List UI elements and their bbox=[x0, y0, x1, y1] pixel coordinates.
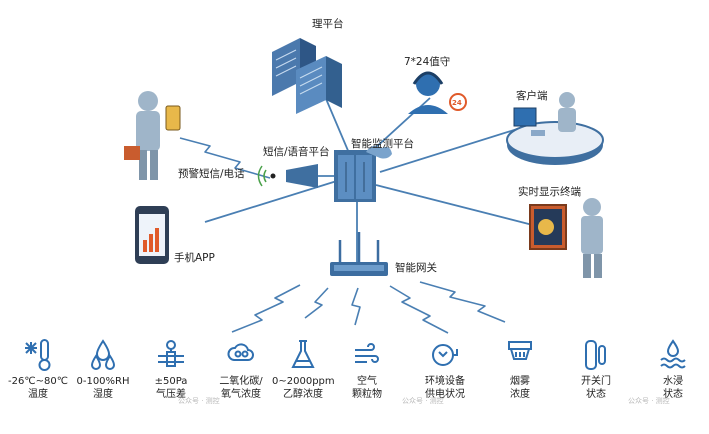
thermometer-snowflake-icon bbox=[25, 339, 51, 371]
zigzag-2 bbox=[304, 287, 329, 319]
sensor-temperature: -26℃~80℃ 温度 bbox=[7, 338, 69, 401]
zigzag-4 bbox=[389, 285, 449, 334]
sensor-temperature-name: 温度 bbox=[28, 389, 48, 400]
link-client bbox=[379, 124, 531, 173]
water-drops-icon bbox=[90, 339, 116, 370]
sensor-smoke: 烟雾 浓度 bbox=[489, 338, 551, 401]
co2-cloud-icon bbox=[227, 343, 254, 361]
sensor-humidity-range: 0-100%RH bbox=[76, 376, 130, 387]
duty-label: 7*24值守 bbox=[404, 56, 451, 68]
sensor-door-range: 开关门 bbox=[581, 376, 611, 387]
power-plug-icon bbox=[432, 344, 458, 366]
sensor-water-leak: 水浸 状态 bbox=[642, 338, 704, 401]
zigzag-5 bbox=[419, 281, 506, 323]
sensor-pressure: ±50Pa 气压差 bbox=[140, 338, 202, 401]
pressure-valve-icon bbox=[158, 340, 184, 367]
client-label: 客户端 bbox=[516, 90, 548, 102]
water-level-icon bbox=[660, 339, 686, 369]
sensor-co2-name: 氧气浓度 bbox=[221, 389, 261, 400]
broadcast-antenna-icon bbox=[257, 164, 318, 188]
flask-icon bbox=[291, 340, 315, 368]
server-rack-icon bbox=[272, 38, 342, 114]
sensor-humidity: 0-100%RH 湿度 bbox=[72, 338, 134, 401]
sensor-power-name: 供电状况 bbox=[425, 389, 465, 400]
realtime-terminal-icon bbox=[529, 198, 603, 278]
top-platform-label: 理平台 bbox=[312, 18, 344, 30]
door-switch-icon bbox=[585, 340, 606, 370]
zigzag-alert bbox=[179, 137, 271, 179]
duty-badge: 24 bbox=[452, 99, 462, 107]
alert-label: 预警短信/电话 bbox=[178, 168, 245, 180]
operator-headset-icon bbox=[408, 71, 467, 114]
realtime-terminal-label: 实时显示终端 bbox=[518, 186, 581, 198]
watermark: 公众号 · 测控 bbox=[402, 397, 444, 405]
sensor-ethanol: 0~2000ppm 乙醇浓度 bbox=[272, 338, 335, 401]
sensor-particulate: 空气 颗粒物 bbox=[336, 338, 398, 401]
watermark: 公众号 · 测控 bbox=[178, 397, 220, 405]
gateway-label: 智能网关 bbox=[395, 262, 437, 274]
sms-voice-platform-label: 短信/语音平台 bbox=[263, 146, 330, 158]
phone-user-icon bbox=[124, 91, 181, 180]
monitor-platform-cabinet bbox=[334, 145, 392, 202]
monitor-platform-label: 智能监测平台 bbox=[351, 138, 414, 150]
sensor-smoke-name: 浓度 bbox=[510, 389, 530, 400]
gateway-router bbox=[330, 232, 388, 276]
sensor-water-name: 状态 bbox=[663, 389, 683, 400]
sensor-door-name: 状态 bbox=[586, 389, 606, 400]
smoke-detector-icon bbox=[508, 341, 532, 360]
sensor-pressure-name: 气压差 bbox=[156, 389, 186, 400]
zigzag-3 bbox=[351, 287, 361, 326]
sensor-power-range: 环境设备 bbox=[425, 376, 465, 387]
sensor-door: 开关门 状态 bbox=[565, 338, 627, 401]
mobile-app-label: 手机APP bbox=[174, 252, 215, 264]
zigzag-1 bbox=[231, 284, 301, 333]
wind-icon bbox=[355, 343, 379, 363]
sensor-ethanol-name: 乙醇浓度 bbox=[283, 389, 323, 400]
sensor-ethanol-range: 0~2000ppm bbox=[272, 376, 335, 387]
client-desk-icon bbox=[506, 92, 604, 165]
sensor-co2-oxygen: 二氧化碳/ 氧气浓度 bbox=[210, 338, 272, 401]
sensor-pressure-range: ±50Pa bbox=[154, 376, 188, 387]
sensor-particulate-name: 颗粒物 bbox=[352, 389, 382, 400]
watermark: 公众号 · 测控 bbox=[628, 397, 670, 405]
sensor-co2-range: 二氧化碳/ bbox=[219, 376, 263, 387]
sensor-smoke-range: 烟雾 bbox=[510, 376, 530, 387]
sensor-power: 环境设备 供电状况 bbox=[414, 338, 476, 401]
sensor-particulate-range: 空气 bbox=[357, 376, 377, 387]
mobile-phone-icon bbox=[135, 206, 169, 264]
sensor-temperature-range: -26℃~80℃ bbox=[8, 376, 68, 387]
sensor-water-range: 水浸 bbox=[663, 376, 683, 387]
sensor-humidity-name: 湿度 bbox=[93, 389, 113, 400]
link-mobile-app bbox=[204, 179, 341, 223]
